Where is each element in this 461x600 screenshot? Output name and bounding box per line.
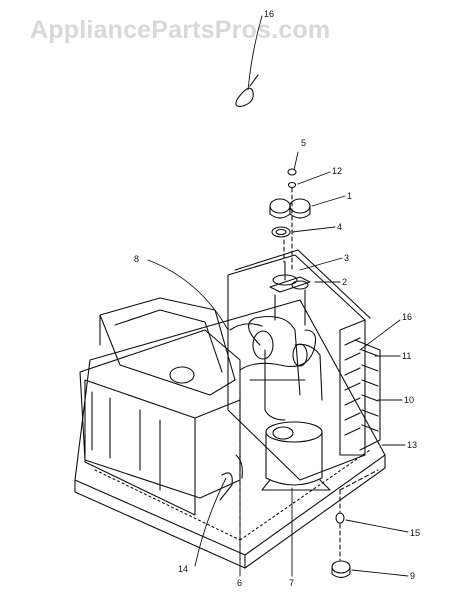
part-14-bracket: [219, 454, 243, 501]
fan-motor-assembly: [269, 261, 311, 326]
callout-15: 15: [410, 528, 420, 538]
control-housing: [79, 329, 241, 516]
part-9-foot: [331, 560, 351, 579]
callout-2: 2: [342, 277, 347, 287]
callout-8: 8: [134, 254, 139, 264]
callout-12: 12: [332, 166, 342, 176]
part-5-screw: [287, 168, 297, 189]
fan-scroll: [99, 297, 236, 396]
callout-14: 14: [178, 564, 188, 574]
callout-13: 13: [407, 440, 417, 450]
part-4-ring: [271, 226, 291, 238]
compressor: [261, 421, 331, 491]
callout-10: 10: [404, 395, 414, 405]
exploded-view-lines: [239, 187, 379, 561]
callout-11: 11: [402, 351, 411, 361]
callout-labels: 16 5 12 1 4 8 3 2 16 11 10 13 15 9 14 6 …: [134, 9, 420, 588]
part-16-wire-tie: [235, 74, 259, 107]
callout-1: 1: [347, 191, 352, 201]
callout-7: 7: [289, 578, 294, 588]
base-pan: [74, 299, 386, 569]
watermark-text: AppliancePartsPros.com: [30, 16, 331, 44]
callout-5: 5: [301, 138, 306, 148]
part-15-fastener: [335, 512, 345, 524]
callout-16-right: 16: [402, 312, 412, 322]
callout-3: 3: [344, 253, 349, 263]
condenser-coil: [227, 249, 381, 481]
callout-4: 4: [337, 222, 342, 232]
leader-lines: [147, 15, 409, 577]
refrigerant-tubing: [229, 315, 323, 421]
callout-6: 6: [237, 578, 242, 588]
callout-9: 9: [410, 571, 415, 581]
callout-16-top: 16: [264, 9, 274, 19]
part-1-capacitor: [269, 198, 311, 219]
